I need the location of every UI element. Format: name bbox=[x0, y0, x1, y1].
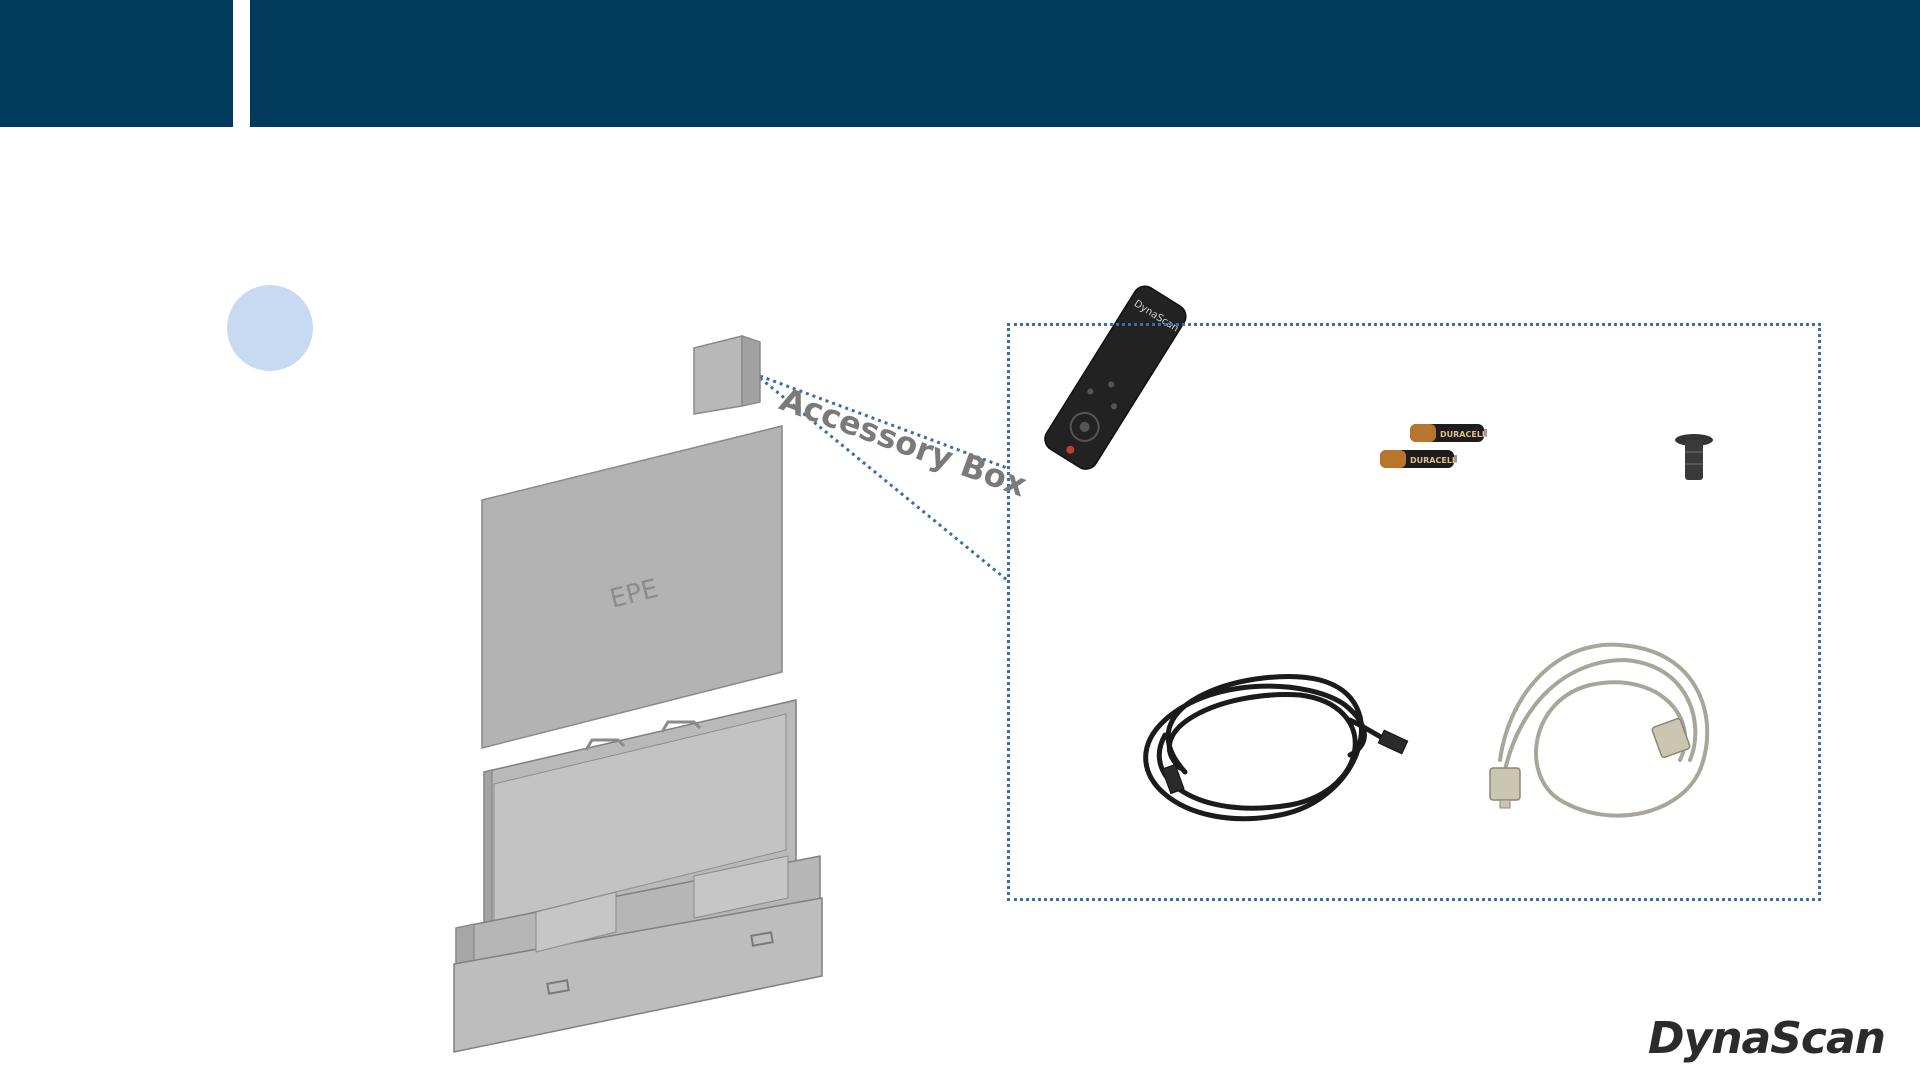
dynascan-logo: DynaScan bbox=[1648, 1012, 1884, 1066]
accessory-box bbox=[694, 336, 760, 414]
accessories-callout-box bbox=[1007, 323, 1821, 901]
epe-foam-sheet: EPE bbox=[482, 426, 782, 748]
